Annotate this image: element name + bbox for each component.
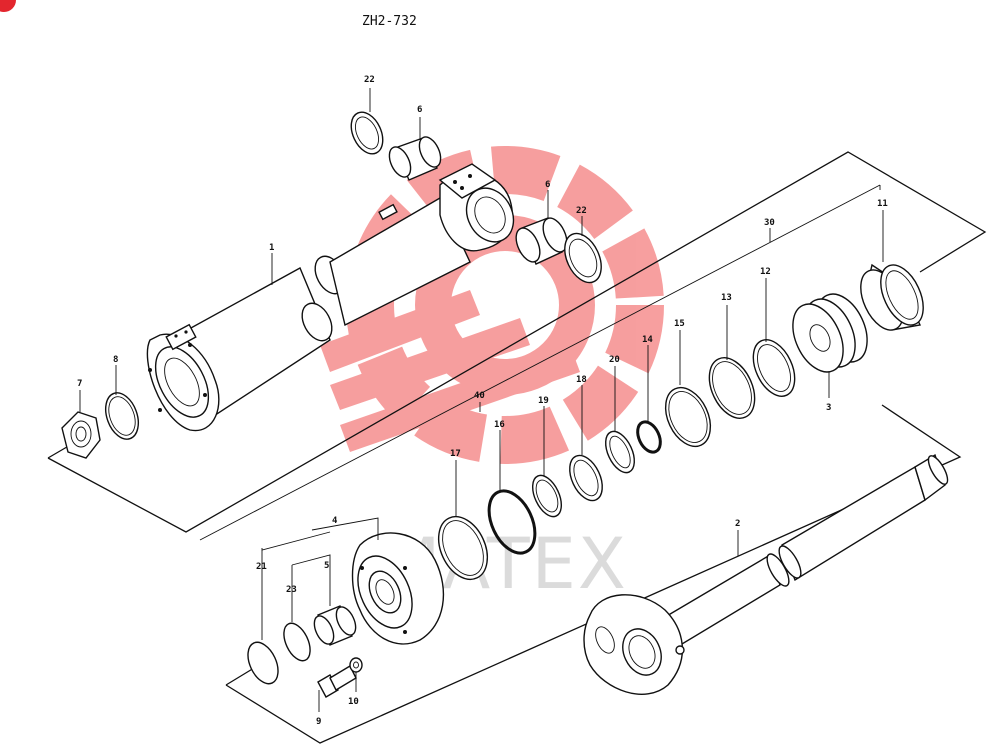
- callout-8: 8: [113, 355, 118, 365]
- ring-22-top: [350, 111, 384, 155]
- ring-19: [531, 474, 563, 518]
- nut-7: [61, 411, 101, 459]
- callout-6-right: 6: [545, 180, 550, 190]
- oring-14: [636, 420, 662, 454]
- inner-axis-lines: [199, 184, 881, 541]
- snap-ring-8: [104, 392, 140, 440]
- leader-lines: [79, 88, 884, 712]
- gland-nut-11: [860, 263, 924, 331]
- bolt-9: [317, 665, 357, 698]
- callout-1: 1: [269, 243, 274, 253]
- callout-11: 11: [877, 199, 888, 209]
- bushing-5: [313, 605, 357, 646]
- ring-17: [437, 515, 489, 581]
- callout-7: 7: [77, 379, 82, 389]
- callout-15: 15: [674, 319, 685, 329]
- piston-3: [792, 293, 868, 373]
- ring-18: [569, 454, 603, 502]
- bushing-6-right: [515, 217, 568, 265]
- callout-22-right: 22: [576, 206, 587, 216]
- callout-5: 5: [324, 561, 329, 571]
- ring-13: [708, 357, 756, 419]
- callout-23: 23: [286, 585, 297, 595]
- piston-rod-2: [583, 453, 949, 695]
- callout-16: 16: [494, 420, 505, 430]
- callout-4: 4: [332, 516, 338, 526]
- callout-22-top: 22: [364, 75, 375, 85]
- callout-6-top: 6: [417, 105, 422, 115]
- callout-20: 20: [609, 355, 620, 365]
- rod-gland-4: [351, 532, 445, 645]
- callout-numbers: 22 6 6 22 1 8 7 11 30 12 13 15 14 20 18 …: [77, 75, 888, 727]
- ring-20: [604, 430, 636, 474]
- ring-22-right: [564, 232, 602, 284]
- callout-10: 10: [348, 697, 359, 707]
- callout-40: 40: [474, 391, 485, 401]
- callout-9: 9: [316, 717, 321, 727]
- callout-2: 2: [735, 519, 740, 529]
- cylinder-tube: [146, 163, 515, 432]
- ring-23: [283, 622, 311, 662]
- callout-18: 18: [576, 375, 587, 385]
- bushing-6-top: [388, 136, 442, 181]
- callout-30: 30: [764, 218, 775, 228]
- oring-16: [487, 489, 537, 555]
- callout-14: 14: [642, 335, 653, 345]
- ring-12: [752, 339, 796, 397]
- ring-15: [664, 386, 712, 448]
- callout-21: 21: [256, 562, 267, 572]
- snap-ring-21: [247, 641, 279, 685]
- callout-12: 12: [760, 267, 771, 277]
- callout-17: 17: [450, 449, 461, 459]
- diagram-title: ZH2-732: [362, 14, 417, 29]
- washer-10: [349, 657, 363, 673]
- callout-3: 3: [826, 403, 831, 413]
- callout-19: 19: [538, 396, 549, 406]
- callout-13: 13: [721, 293, 732, 303]
